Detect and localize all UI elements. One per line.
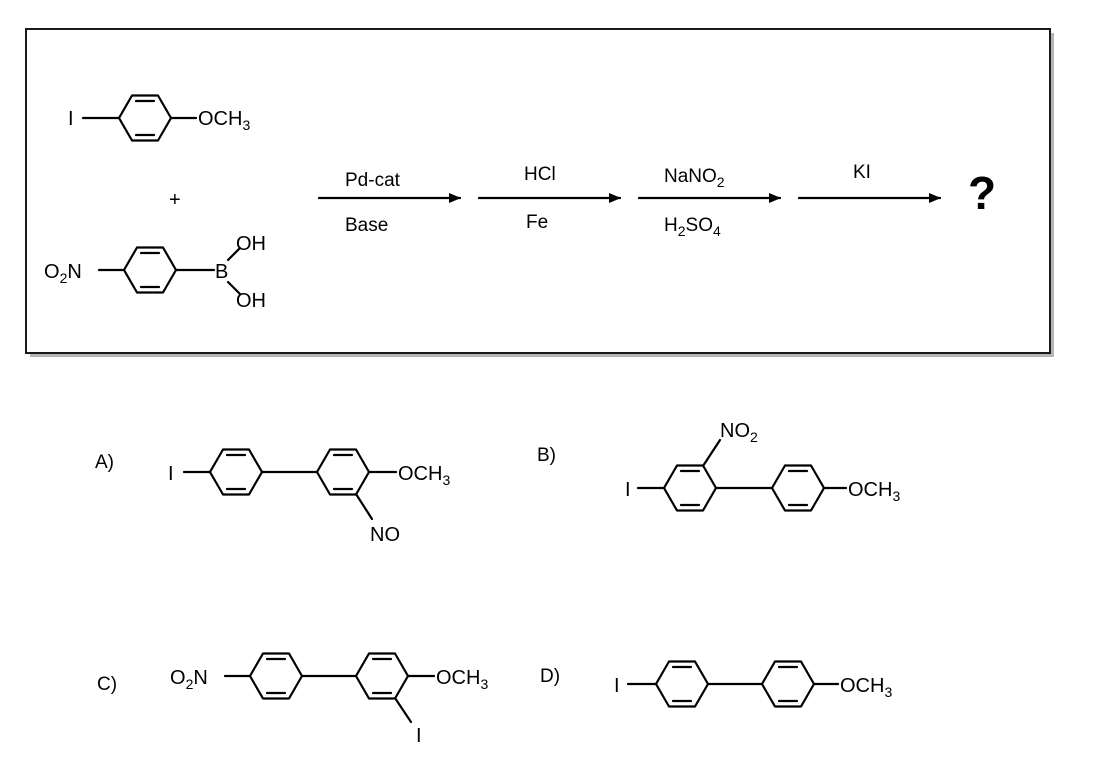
svg-text:OCH3: OCH3 bbox=[840, 675, 892, 700]
step1-condition: Base bbox=[345, 215, 388, 236]
option-c[interactable]: C) O2N OCH3 I bbox=[97, 652, 488, 748]
option-a-nitroso: NO bbox=[370, 524, 400, 546]
nitro-label: O bbox=[44, 261, 60, 283]
step2-reagent: HCl bbox=[524, 164, 556, 185]
scheme-frame bbox=[25, 28, 1054, 357]
svg-text:OCH3: OCH3 bbox=[436, 667, 488, 692]
svg-text:NO2: NO2 bbox=[720, 420, 758, 445]
svg-text:O2N: O2N bbox=[44, 261, 82, 286]
option-c-nitro: O bbox=[170, 667, 186, 689]
option-d-methoxy: OCH bbox=[840, 675, 884, 697]
iodo-label: I bbox=[68, 108, 74, 130]
reactant-nitrophenylboronic-acid: O2N B OH OH bbox=[44, 233, 266, 312]
methoxy-label: OCH bbox=[198, 108, 242, 130]
plus-sign: + bbox=[169, 189, 181, 211]
svg-text:OCH3: OCH3 bbox=[848, 479, 900, 504]
hydroxyl-bottom-label: OH bbox=[236, 290, 266, 312]
svg-text:OCH3: OCH3 bbox=[398, 463, 450, 488]
option-b-iodo: I bbox=[625, 479, 631, 501]
option-b-nitro: NO bbox=[720, 420, 750, 442]
option-a[interactable]: A) I OCH3 NO bbox=[95, 448, 450, 547]
option-d-label: D) bbox=[540, 666, 560, 687]
reactant-iodoanisole: I OCH3 bbox=[68, 94, 250, 142]
option-c-label: C) bbox=[97, 674, 117, 695]
step1-reagent: Pd-cat bbox=[345, 170, 401, 191]
option-b-label: B) bbox=[537, 445, 556, 466]
hydroxyl-top-label: OH bbox=[236, 233, 266, 255]
step3-reagent: NaNO2 bbox=[664, 166, 725, 190]
step4-reagent: KI bbox=[853, 162, 871, 183]
option-a-methoxy: OCH bbox=[398, 463, 442, 485]
svg-text:O2N: O2N bbox=[170, 667, 208, 692]
option-a-iodo: I bbox=[168, 463, 174, 485]
step2-condition: Fe bbox=[526, 212, 548, 233]
step3-condition: H2SO4 bbox=[664, 215, 721, 239]
option-d-iodo: I bbox=[614, 675, 620, 697]
svg-text:OCH3: OCH3 bbox=[198, 108, 250, 133]
option-a-label: A) bbox=[95, 452, 114, 473]
unknown-product: ? bbox=[968, 167, 996, 219]
option-b-methoxy: OCH bbox=[848, 479, 892, 501]
option-c-iodo: I bbox=[416, 725, 422, 747]
option-c-methoxy: OCH bbox=[436, 667, 480, 689]
option-d[interactable]: D) I OCH3 bbox=[540, 660, 892, 708]
option-b[interactable]: B) I OCH3 NO2 bbox=[537, 420, 900, 512]
boron-label: B bbox=[215, 261, 228, 283]
